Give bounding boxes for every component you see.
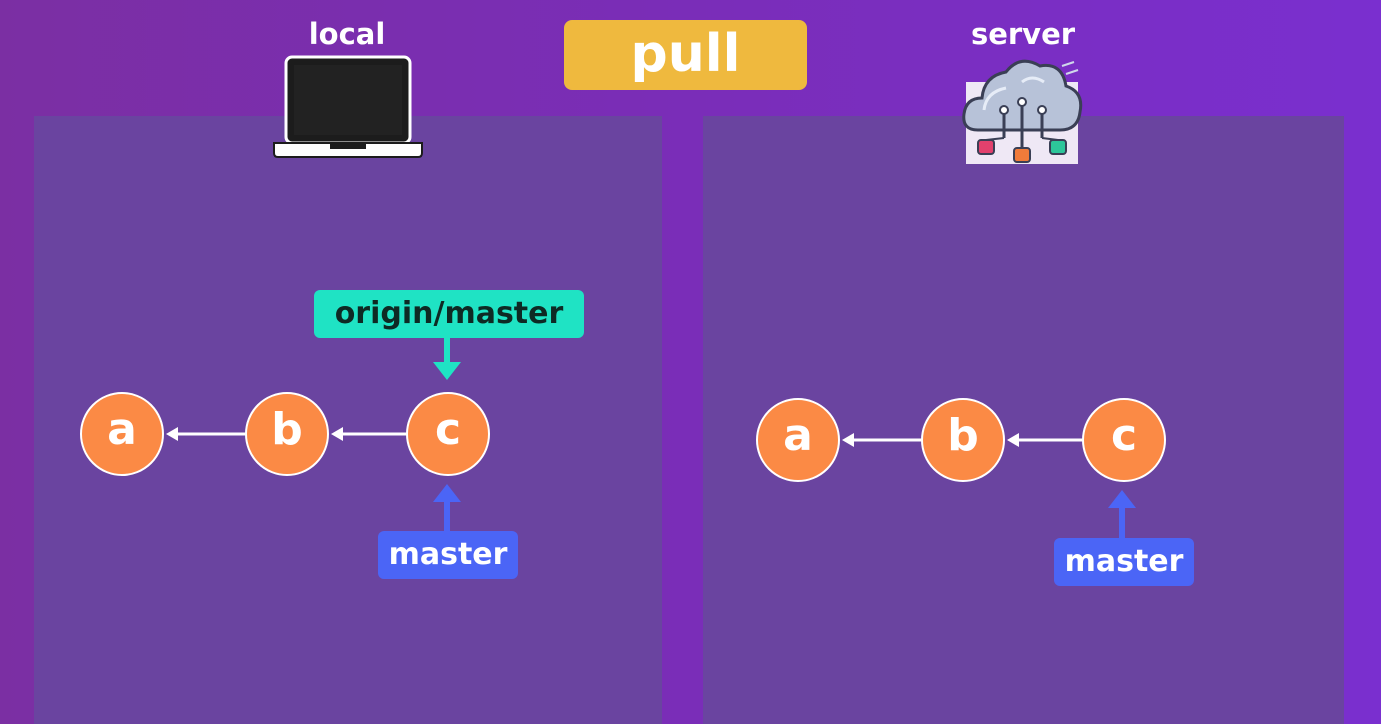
- server-commit-b: b: [921, 398, 1005, 482]
- command-title: pull: [564, 20, 807, 90]
- origin-master-label: origin/master: [314, 290, 584, 338]
- server-label: server: [970, 17, 1076, 51]
- server-commit-a: a: [756, 398, 840, 482]
- local-commit-c: c: [406, 392, 490, 476]
- local-label: local: [308, 17, 386, 51]
- local-commit-a: a: [80, 392, 164, 476]
- local-commit-b: b: [245, 392, 329, 476]
- laptop-icon: [273, 55, 423, 158]
- local-master-label: master: [378, 531, 518, 579]
- server-master-label: master: [1054, 538, 1194, 586]
- server-commit-c: c: [1082, 398, 1166, 482]
- cloud-server-icon: [962, 59, 1083, 164]
